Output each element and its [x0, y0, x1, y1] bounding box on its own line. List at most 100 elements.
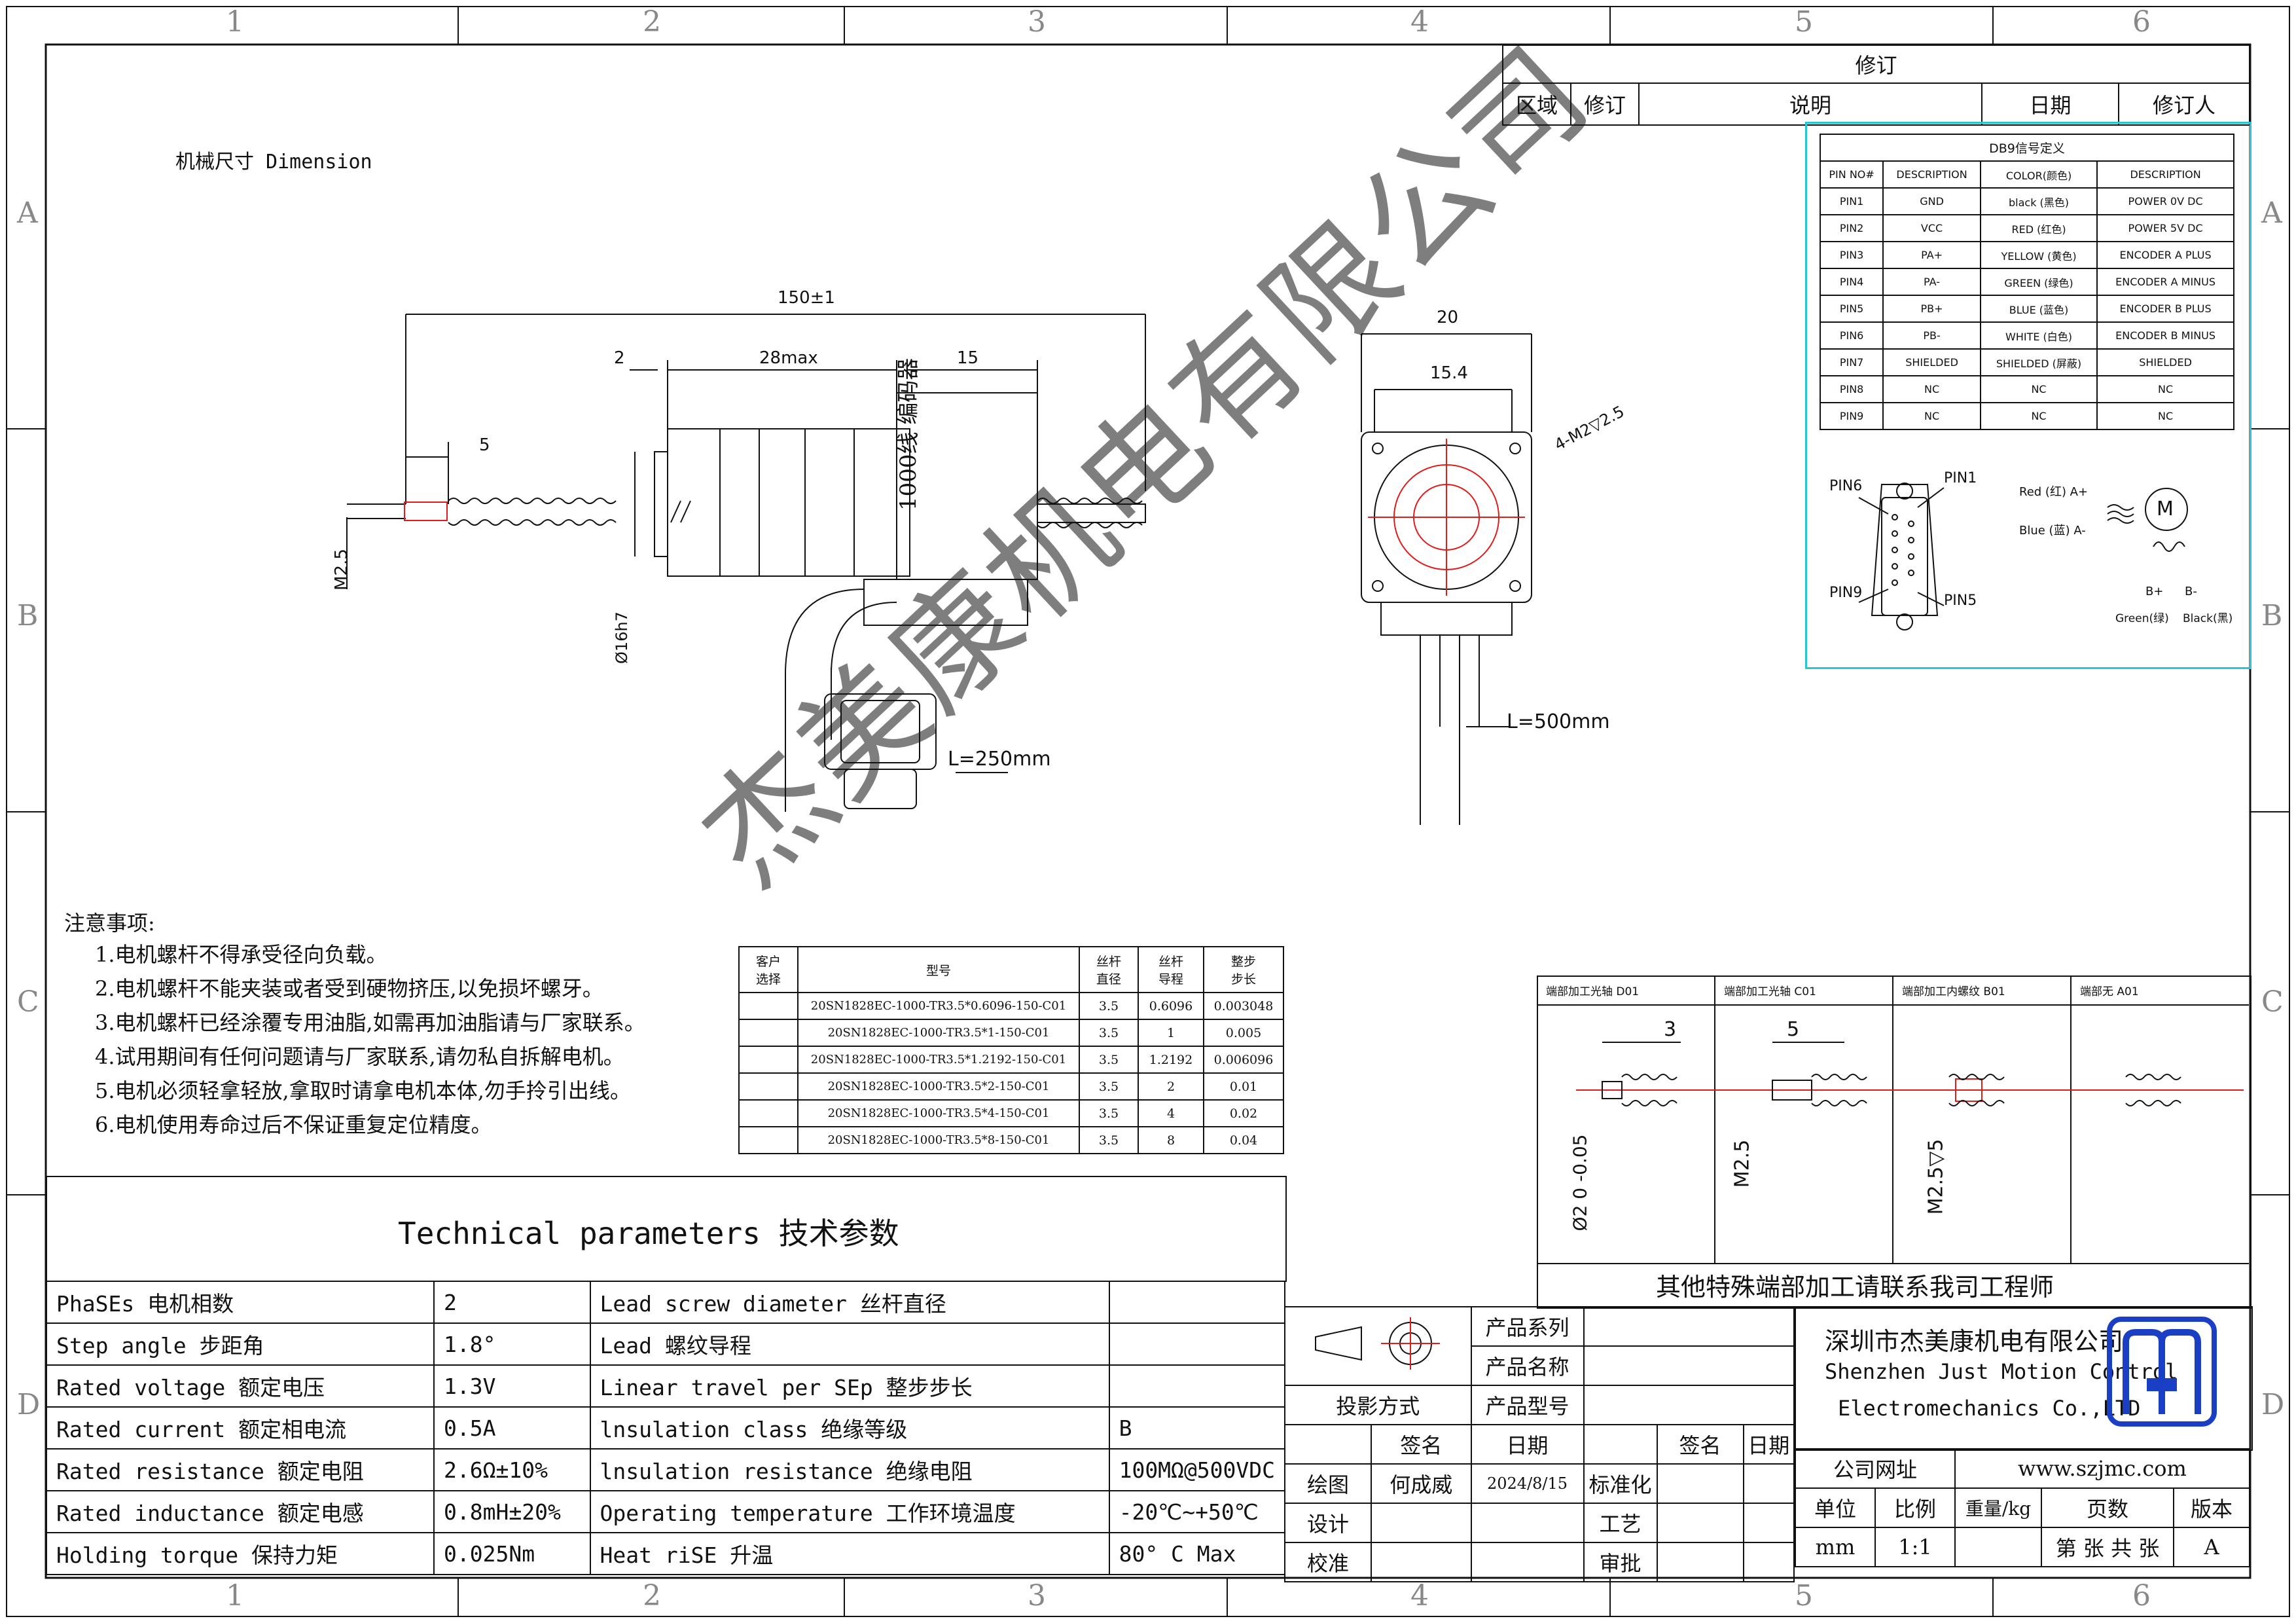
tech-param-cell: Rated current 额定相电流	[46, 1406, 435, 1450]
note-item: 4.试用期间有任何问题请与厂家联系,请勿私自拆解电机。	[95, 1044, 624, 1069]
model-select-checkbox[interactable]	[738, 1019, 798, 1047]
tech-param-cell: 100MΩ@500VDC	[1108, 1448, 1286, 1491]
model-cell: 20SN1828EC-1000-TR3.5*2-150-C01	[797, 1072, 1080, 1101]
note-item: 1.电机螺杆不得承受径向负载。	[95, 942, 387, 967]
db9-cell: NC	[1979, 375, 2098, 403]
rev-header-area: 区域	[1502, 82, 1571, 126]
db9-header-pin: PIN NO#	[1819, 160, 1884, 189]
tech-param-cell: Rated resistance 额定电阻	[46, 1448, 435, 1491]
check-label: 校准	[1284, 1542, 1372, 1582]
tech-param-cell: Rated voltage 额定电压	[46, 1364, 435, 1408]
model-cell: 0.02	[1203, 1099, 1284, 1127]
pages-label: 页数	[2041, 1487, 2174, 1528]
models-header-select: 客户 选择	[738, 946, 798, 993]
notes-title: 注意事项:	[64, 911, 155, 936]
row-d-right: D	[2261, 1388, 2285, 1421]
tech-param-cell: Heat riSE 升温	[589, 1532, 1110, 1575]
models-header-step: 整步 步长	[1203, 946, 1284, 993]
model-cell: 3.5	[1079, 1126, 1139, 1154]
db9-cell: PIN9	[1819, 402, 1884, 430]
db9-cell: WHITE (白色)	[1979, 321, 2098, 350]
db9-cell: NC	[1882, 402, 1981, 430]
db9-cell: BLUE (蓝色)	[1979, 295, 2098, 323]
db9-header-desc2: DESCRIPTION	[2096, 160, 2234, 189]
side-view-drawing	[346, 314, 1146, 812]
model-cell: 20SN1828EC-1000-TR3.5*4-150-C01	[797, 1099, 1080, 1127]
scale-label: 比例	[1874, 1487, 1956, 1528]
model-select-checkbox[interactable]	[738, 1072, 798, 1101]
tech-param-cell: 1.8°	[433, 1322, 591, 1366]
tech-param-cell: 0.025Nm	[433, 1532, 591, 1575]
dim-m25: M2.5	[331, 549, 351, 591]
tech-param-cell: 2.6Ω±10%	[433, 1448, 591, 1491]
company-name-cn: 深圳市杰美康机电有限公司	[1825, 1327, 2124, 1356]
db9-cell: NC	[2096, 402, 2234, 430]
models-header-lead: 丝杆 导程	[1138, 946, 1204, 993]
col-6-top: 6	[2132, 5, 2151, 39]
db9-cell: SHIELDED	[1882, 348, 1981, 376]
tech-param-cell: PhaSEs 电机相数	[46, 1281, 435, 1324]
dim-28max: 28max	[759, 348, 818, 368]
model-select-checkbox[interactable]	[738, 1046, 798, 1074]
model-cell: 3.5	[1079, 1046, 1139, 1074]
col-2-top: 2	[643, 5, 661, 39]
note-item: 5.电机必须轻拿轻放,拿取时请拿电机本体,勿手拎引出线。	[95, 1078, 631, 1103]
company-name-en1: Shenzhen Just Motion Control	[1825, 1359, 2178, 1384]
projection-symbol-cell	[1284, 1306, 1472, 1386]
date-header-2: 日期	[1742, 1424, 1795, 1465]
rev-header-date: 日期	[1981, 82, 2119, 126]
model-select-checkbox[interactable]	[738, 1126, 798, 1154]
tech-param-cell: 2	[433, 1281, 591, 1324]
tech-param-cell: lnsulation resistance 绝缘电阻	[589, 1448, 1110, 1491]
tech-param-cell: 1.3V	[433, 1364, 591, 1408]
db9-cell: GREEN (绿色)	[1979, 268, 2098, 296]
unit-label: 单位	[1795, 1487, 1876, 1528]
note-item: 3.电机螺杆已经涂覆专用油脂,如需再加油脂请与厂家联系。	[95, 1010, 645, 1035]
end-d01-label: Ø2 0 -0.05	[1569, 1134, 1591, 1231]
tech-param-cell: Lead 螺纹导程	[589, 1322, 1110, 1366]
model-cell: 4	[1138, 1099, 1204, 1127]
db9-cell: ENCODER B PLUS	[2096, 295, 2234, 323]
model-cell: 20SN1828EC-1000-TR3.5*0.6096-150-C01	[797, 992, 1080, 1020]
dim-15-4: 15.4	[1430, 363, 1468, 383]
db9-cell: PA-	[1882, 268, 1981, 296]
end-option-c01-title: 端部加工光轴 C01	[1724, 985, 1816, 998]
model-cell: 3.5	[1079, 1099, 1139, 1127]
db9-cell: ENCODER B MINUS	[2096, 321, 2234, 350]
col-1-bottom: 1	[226, 1579, 244, 1613]
notes-list: 1.电机螺杆不得承受径向负载。 2.电机螺杆不能夹装或者受到硬物挤压,以免损坏螺…	[95, 938, 645, 1142]
model-select-checkbox[interactable]	[738, 1099, 798, 1127]
dim-5: 5	[479, 435, 490, 455]
db9-cell: POWER 5V DC	[2096, 214, 2234, 242]
db9-cell: NC	[1979, 402, 2098, 430]
tech-param-cell: Rated inductance 额定电感	[46, 1490, 435, 1533]
dim-15: 15	[957, 348, 979, 368]
end-option-b01-title: 端部加工内螺纹 B01	[1902, 985, 2005, 998]
approve-label: 审批	[1583, 1542, 1658, 1582]
product-series-label: 产品系列	[1470, 1306, 1585, 1347]
website-label: 公司网址	[1795, 1448, 1956, 1489]
model-select-checkbox[interactable]	[738, 992, 798, 1020]
draw-label: 绘图	[1284, 1463, 1372, 1504]
end-option-a01-title: 端部无 A01	[2080, 985, 2139, 998]
db9-blue-label: Blue (蓝) A-	[2019, 524, 2086, 538]
row-b-left: B	[17, 599, 39, 632]
cable-length-250: L=250mm	[948, 748, 1051, 771]
model-cell: 0.6096	[1138, 992, 1204, 1020]
models-header-diameter: 丝杆 直径	[1079, 946, 1139, 993]
db9-cell: PB-	[1882, 321, 1981, 350]
db9-bminus-label: B-	[2185, 585, 2197, 598]
